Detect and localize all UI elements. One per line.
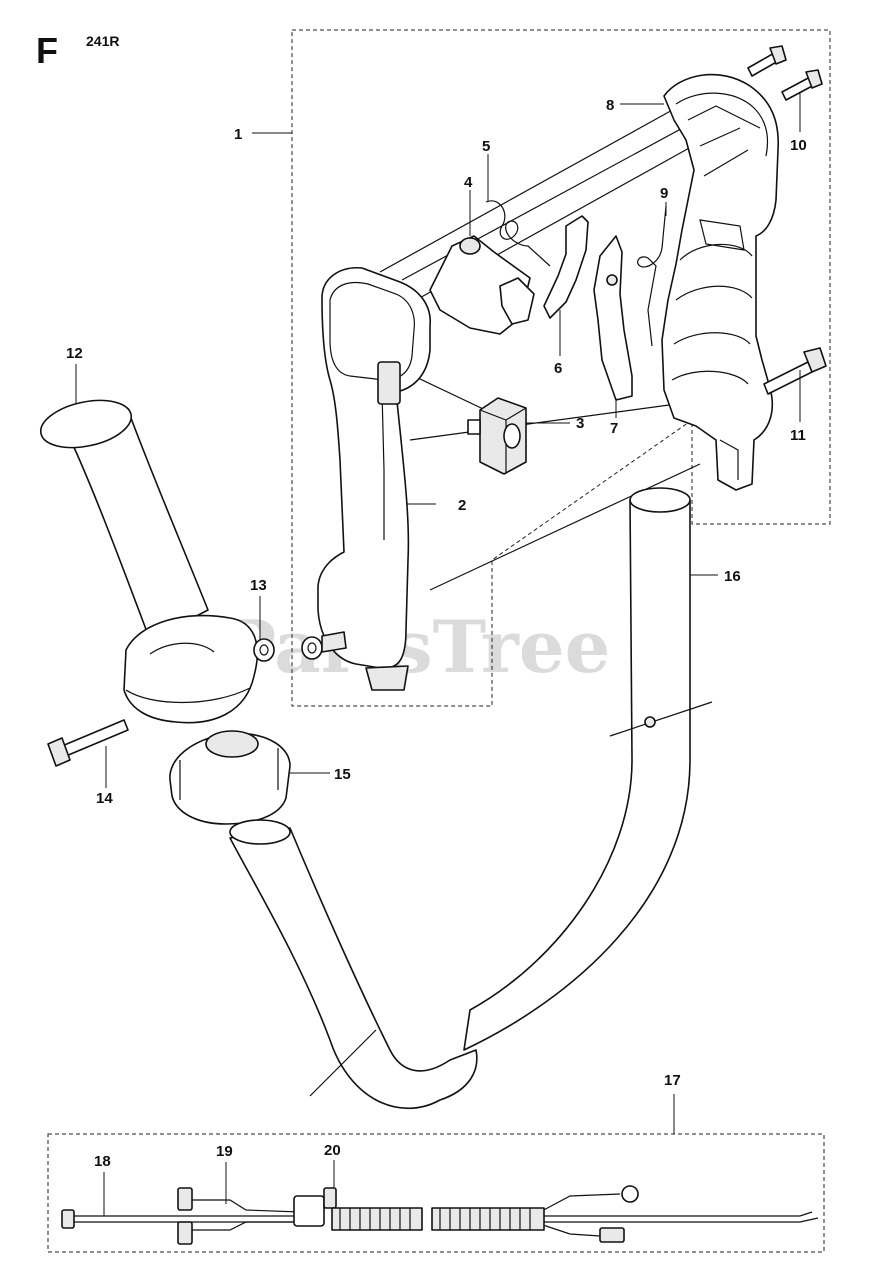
model-label: 241R	[86, 33, 120, 49]
callout-20: 20	[324, 1142, 341, 1159]
callout-14: 14	[96, 790, 113, 807]
part-5-spring	[485, 200, 551, 267]
section-letter: F	[36, 30, 58, 71]
part-13-nut-2	[301, 631, 347, 660]
part-12-auxiliary-handle	[39, 399, 259, 724]
callout-7: 7	[610, 420, 618, 437]
part-19-wire-harness	[177, 1185, 639, 1245]
callout-5: 5	[482, 138, 490, 155]
part-6-throttle-link	[543, 215, 589, 319]
part-16-loop-tube	[229, 487, 713, 1110]
part-13-nut	[253, 638, 275, 662]
leader-lines	[75, 92, 801, 1216]
part-7-throttle-trigger	[593, 235, 633, 401]
part-4-throttle-lock	[429, 235, 535, 335]
callout-11: 11	[790, 427, 806, 444]
callout-12: 12	[66, 345, 83, 362]
part-2-handle-grip	[317, 267, 431, 691]
callout-16: 16	[724, 568, 741, 585]
part-11-screw	[763, 347, 827, 395]
callout-8: 8	[606, 97, 614, 114]
part-10-screw-upper	[747, 45, 787, 77]
part-20-cable-sleeve	[293, 1187, 545, 1231]
callout-15: 15	[334, 766, 351, 783]
callout-9: 9	[660, 185, 668, 202]
callout-13: 13	[250, 577, 267, 594]
callout-3: 3	[576, 415, 584, 432]
part-14-bolt	[47, 719, 129, 767]
part-10-screw	[781, 69, 823, 101]
group-boundary-17	[47, 1133, 825, 1253]
callout-10: 10	[790, 137, 807, 154]
callout-1: 1	[234, 126, 242, 143]
watermark: PartsTree	[222, 604, 610, 689]
part-15-clamp	[169, 730, 291, 825]
part-3-stop-switch	[467, 397, 527, 475]
callout-6: 6	[554, 360, 562, 377]
callout-17: 17	[664, 1072, 681, 1089]
part-9-spring	[636, 205, 667, 347]
callout-19: 19	[216, 1143, 233, 1160]
callout-4: 4	[464, 174, 473, 191]
callout-18: 18	[94, 1153, 111, 1170]
callout-2: 2	[458, 497, 466, 514]
part-8-handle-cover	[661, 73, 780, 491]
